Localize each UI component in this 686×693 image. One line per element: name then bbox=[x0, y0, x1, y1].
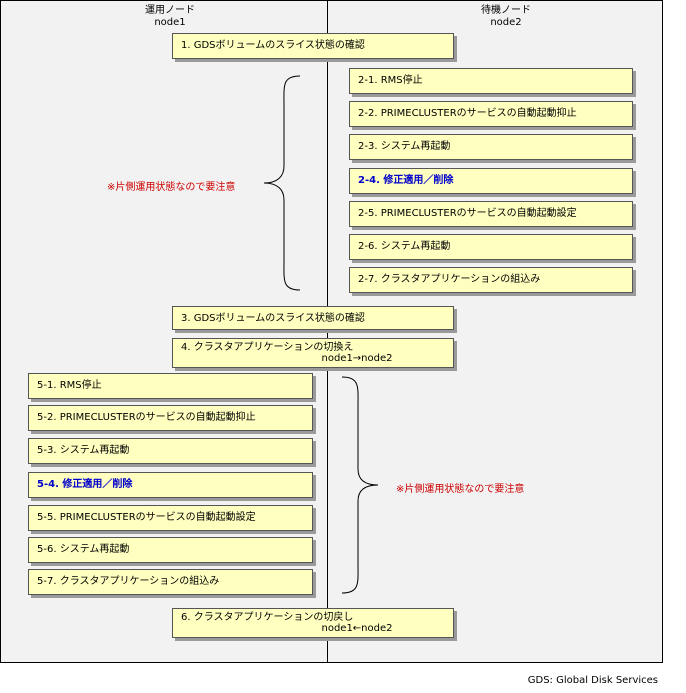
right-node-header: 待機ノード node2 bbox=[436, 5, 576, 29]
step-4-box: 4. クラスタアプリケーションの切換え node1→node2 bbox=[172, 338, 454, 368]
upper-caution-note: ※片側運用状態なので要注意 bbox=[107, 182, 236, 193]
step-4-label: 4. クラスタアプリケーションの切換え bbox=[181, 342, 354, 353]
step-5-1-box: 5-1. RMS停止 bbox=[28, 373, 313, 399]
footer-abbreviation: GDS: Global Disk Services bbox=[527, 675, 658, 686]
step-5-6-box: 5-6. システム再起動 bbox=[28, 537, 313, 563]
step-5-2-box: 5-2. PRIMECLUSTERのサービスの自動起動抑止 bbox=[28, 405, 313, 431]
step-6-label: 6. クラスタアプリケーションの切戻し bbox=[181, 612, 354, 623]
right-node-title: 待機ノード bbox=[481, 5, 531, 16]
step-2-7-box: 2-7. クラスタアプリケーションの組込み bbox=[349, 267, 633, 293]
step-2-1-box: 2-1. RMS停止 bbox=[349, 68, 633, 94]
step-1-box: 1. GDSボリュームのスライス状態の確認 bbox=[172, 33, 454, 59]
node-divider bbox=[327, 0, 328, 663]
step-5-4-box: 5-4. 修正適用／削除 bbox=[28, 472, 313, 498]
step-2-5-box: 2-5. PRIMECLUSTERのサービスの自動起動設定 bbox=[349, 201, 633, 227]
step-6-box: 6. クラスタアプリケーションの切戻し node1←node2 bbox=[172, 608, 454, 638]
lower-caution-note: ※片側運用状態なので要注意 bbox=[396, 484, 525, 495]
step-2-6-box: 2-6. システム再起動 bbox=[349, 234, 633, 260]
left-node-header: 運用ノード node1 bbox=[100, 5, 240, 29]
left-node-name: node1 bbox=[154, 17, 186, 28]
step-2-3-box: 2-3. システム再起動 bbox=[349, 134, 633, 160]
step-2-2-box: 2-2. PRIMECLUSTERのサービスの自動起動抑止 bbox=[349, 101, 633, 127]
step-5-7-box: 5-7. クラスタアプリケーションの組込み bbox=[28, 569, 313, 595]
left-node-title: 運用ノード bbox=[145, 5, 195, 16]
lower-brace bbox=[341, 376, 379, 594]
step-2-4-box: 2-4. 修正適用／削除 bbox=[349, 168, 633, 194]
right-node-name: node2 bbox=[490, 17, 522, 28]
step-5-5-box: 5-5. PRIMECLUSTERのサービスの自動起動設定 bbox=[28, 505, 313, 531]
step-5-3-box: 5-3. システム再起動 bbox=[28, 438, 313, 464]
step-4-direction: node1→node2 bbox=[321, 353, 393, 364]
diagram-frame bbox=[0, 0, 663, 663]
step-3-box: 3. GDSボリュームのスライス状態の確認 bbox=[172, 306, 454, 330]
upper-brace bbox=[263, 75, 301, 291]
step-6-direction: node1←node2 bbox=[321, 623, 393, 634]
